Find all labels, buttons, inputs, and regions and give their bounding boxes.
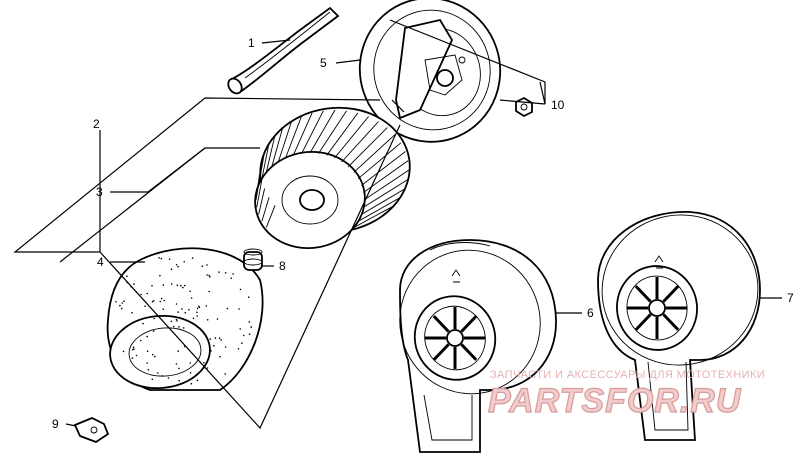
part-5-cover — [358, 0, 502, 143]
callout-4: 4 — [97, 255, 104, 269]
watermark-brand: PARTSFOR.RU — [488, 382, 742, 420]
callout-8: 8 — [279, 259, 286, 273]
watermark: ЗАПЧАСТИ И АКСЕССУАРЫ ДЛЯ МОТОТЕХНИКИ PA… — [487, 369, 765, 421]
part-8-grommet — [243, 248, 263, 271]
callout-1: 1 — [248, 36, 255, 50]
part-10-nut — [515, 96, 533, 118]
callout-5: 5 — [320, 56, 327, 70]
leader-lines — [13, 19, 782, 430]
part-4-foam-filter — [106, 247, 264, 391]
callout-3: 3 — [96, 185, 103, 199]
watermark-subtitle: ЗАПЧАСТИ И АКСЕССУАРЫ ДЛЯ МОТОТЕХНИКИ — [490, 369, 765, 381]
part-7-housing — [597, 211, 761, 441]
part-6-housing — [399, 239, 557, 453]
part-9-clamp — [73, 417, 110, 444]
part-3-pleated-filter — [254, 106, 411, 250]
part-1-hose — [227, 6, 340, 95]
callout-7: 7 — [787, 291, 794, 305]
callout-9: 9 — [52, 417, 59, 431]
callout-2: 2 — [93, 117, 100, 131]
callout-10: 10 — [551, 98, 565, 112]
callout-6: 6 — [587, 306, 594, 320]
